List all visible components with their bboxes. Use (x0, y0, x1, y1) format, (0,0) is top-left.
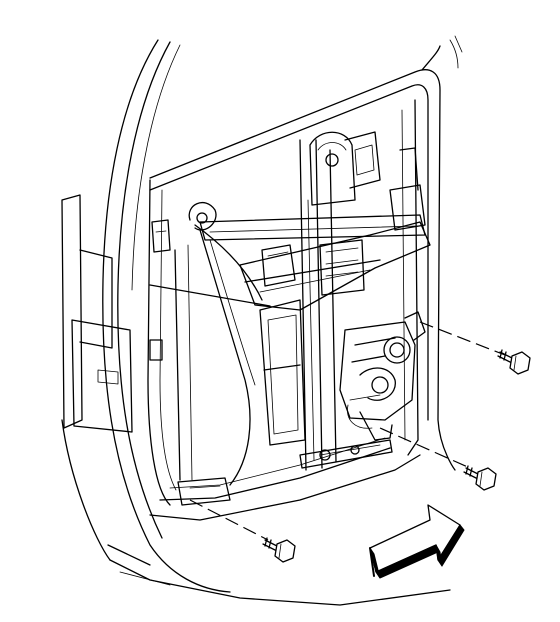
front-direction-arrow (369, 504, 465, 579)
bolt-lower-left (262, 537, 296, 563)
bolt-middle-right (463, 465, 497, 491)
bolt-upper-right (497, 349, 531, 375)
regulator-motor (339, 311, 426, 441)
door-shell (61, 35, 463, 606)
assembly-guide-lines (189, 321, 506, 541)
window-regulator-assembly (149, 131, 431, 506)
